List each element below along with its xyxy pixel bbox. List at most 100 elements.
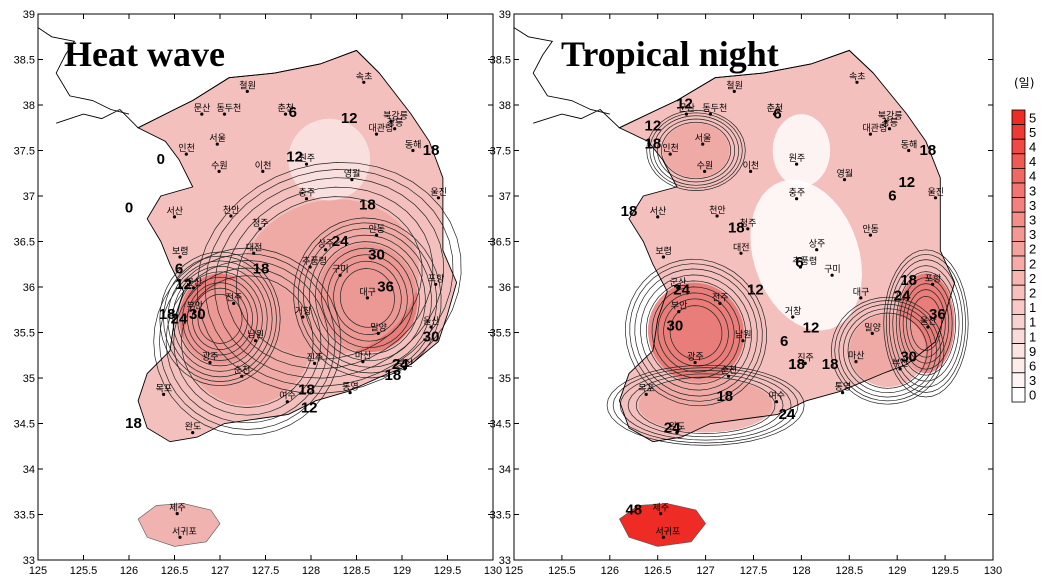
station-marker — [229, 214, 233, 218]
station-label: 밀양 — [864, 321, 881, 333]
contour-label: 18 — [822, 356, 839, 373]
station-marker — [232, 301, 236, 305]
contour-label: 24 — [171, 310, 188, 327]
contour-label: 18 — [359, 197, 376, 214]
station-marker — [313, 361, 317, 365]
tropical-night-contour — [906, 289, 946, 358]
heat-wave-contour — [165, 260, 329, 424]
y-tick-label: 34.5 — [14, 419, 35, 431]
station-label: 남원 — [735, 330, 752, 341]
contour-label: 12 — [747, 281, 764, 298]
station-label: 천안 — [223, 205, 240, 216]
station-marker — [403, 367, 407, 371]
heat-wave-contour — [205, 169, 454, 387]
station-label: 대관령 — [862, 122, 887, 134]
station-label: 마산 — [355, 351, 372, 362]
station-marker — [795, 197, 799, 201]
legend-label: 3 — [1029, 373, 1036, 388]
legend-label: 2 — [1029, 286, 1036, 301]
station-label: 서산 — [167, 206, 184, 217]
contour-label: 12 — [645, 118, 662, 135]
station-marker — [178, 535, 182, 539]
heat-wave-contour — [172, 265, 268, 372]
legend-label: 3 — [1029, 183, 1036, 198]
station-label: 부산 — [397, 358, 414, 369]
station-label: 강릉 — [882, 118, 899, 129]
legend-label: 0 — [1029, 388, 1036, 403]
station-marker — [338, 273, 342, 277]
station-marker — [773, 112, 777, 116]
x-tick-label: 125.5 — [70, 565, 98, 577]
contour-label: 36 — [929, 306, 946, 323]
legend-swatch — [1011, 124, 1026, 140]
tropical-night-contour — [847, 312, 928, 389]
station-marker — [868, 132, 873, 136]
station-marker — [350, 178, 354, 182]
x-tick-label: 127 — [211, 565, 229, 577]
station-marker — [644, 392, 648, 396]
x-tick-label: 126 — [601, 565, 619, 577]
contour-label: 12 — [803, 320, 820, 337]
station-marker — [192, 310, 197, 314]
tropical-night-contour — [910, 296, 942, 351]
legend-swatch — [1011, 313, 1026, 330]
station-label: 보령 — [172, 245, 189, 257]
station-marker — [348, 391, 352, 395]
contour-label: 6 — [888, 188, 896, 205]
station-label: 서귀포 — [655, 526, 680, 537]
heat-wave-contour — [163, 255, 277, 382]
station-marker — [365, 296, 369, 300]
tropical-night-contour — [888, 259, 963, 388]
station-marker — [791, 315, 795, 319]
contour-label: 18 — [423, 142, 440, 159]
station-label: 영월 — [837, 168, 854, 180]
tropical-night-contour — [830, 296, 945, 405]
station-marker — [661, 255, 666, 259]
heat-wave-contour-lines — [153, 162, 462, 436]
station-label: 대전 — [246, 242, 263, 253]
station-label: 영월 — [344, 168, 361, 180]
contour-label: 18 — [621, 203, 638, 220]
station-marker — [798, 265, 803, 269]
station-marker — [283, 112, 288, 116]
x-tick-label: 127 — [696, 565, 714, 577]
legend-swatch — [1011, 138, 1026, 155]
legend-swatch — [1011, 153, 1026, 169]
contour-label: 12 — [341, 110, 358, 127]
station-label: 거창 — [785, 306, 802, 317]
station-marker — [739, 251, 743, 255]
station-marker — [184, 152, 188, 156]
contour-label: 18 — [298, 381, 315, 398]
station-label: 인천 — [662, 143, 679, 154]
legend-swatch — [1011, 226, 1026, 242]
tropical-night-contour — [669, 305, 723, 360]
station-label: 부산 — [892, 358, 909, 369]
contour-label: 18 — [645, 136, 662, 153]
station-marker — [661, 535, 666, 539]
station-label: 완도 — [669, 422, 686, 433]
legend-label: 1 — [1029, 300, 1036, 315]
legend-swatch — [1011, 372, 1026, 388]
station-marker — [732, 89, 736, 93]
contour-label: 6 — [795, 254, 803, 271]
station-marker — [172, 215, 177, 219]
contour-label: 24 — [664, 420, 681, 437]
y-tick-label: 38.5 — [14, 55, 35, 67]
tropical-night-contour — [606, 364, 805, 446]
station-label: 천안 — [709, 205, 726, 216]
station-marker — [222, 112, 227, 116]
tropical-night-contour — [663, 298, 729, 367]
heat-wave-filled-contours — [137, 50, 457, 547]
station-label: 서울 — [695, 133, 712, 144]
contour-label: 36 — [377, 279, 394, 296]
legend-swatch — [1011, 109, 1026, 126]
station-marker — [676, 286, 680, 290]
station-label: 대전 — [733, 242, 750, 253]
station-marker — [362, 80, 366, 84]
station-marker — [693, 360, 697, 365]
station-marker — [668, 152, 672, 156]
y-tick-label: 37.5 — [490, 146, 511, 158]
station-label: 완도 — [185, 422, 202, 433]
